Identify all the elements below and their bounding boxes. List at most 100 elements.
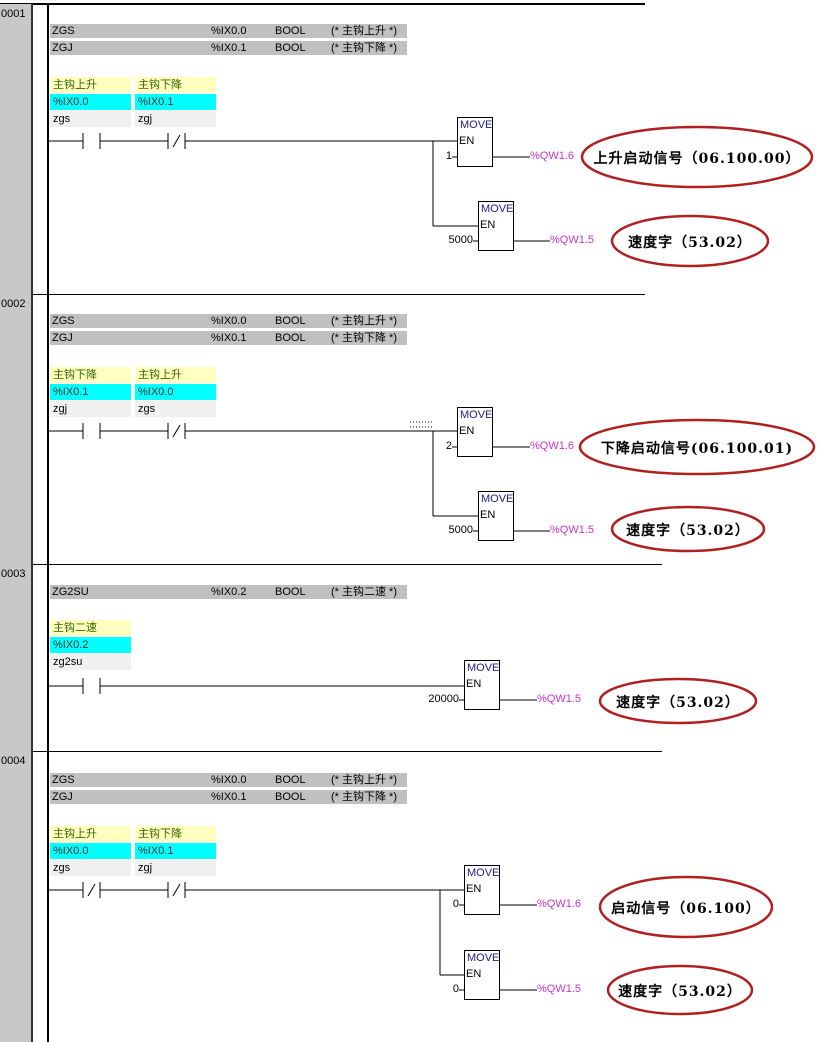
contact-symbol: zgj bbox=[135, 860, 216, 876]
annotation-ellipse bbox=[606, 964, 754, 1016]
nc-contact-slash bbox=[172, 134, 181, 148]
annotation-note: 下降启动信号(06.100.01) bbox=[600, 441, 794, 457]
contact-address[interactable]: %IX0.1 bbox=[135, 94, 216, 110]
block-title: MOVE bbox=[460, 119, 493, 131]
move-block[interactable]: MOVE EN bbox=[464, 660, 500, 710]
variable-type: BOOL bbox=[275, 42, 306, 54]
annotation-note: 速度字（53.02） bbox=[628, 235, 752, 251]
contact-symbol: zgs bbox=[50, 860, 131, 876]
variable-name: ZGJ bbox=[52, 332, 73, 344]
block-output-address[interactable]: %QW1.5 bbox=[537, 983, 582, 995]
move-block[interactable]: MOVE EN bbox=[478, 201, 514, 251]
variable-name: ZGS bbox=[52, 774, 75, 786]
block-title: MOVE bbox=[481, 203, 514, 215]
variable-address: %IX0.0 bbox=[211, 315, 247, 327]
variable-type: BOOL bbox=[275, 791, 306, 803]
block-output-address[interactable]: %QW1.5 bbox=[550, 524, 595, 536]
block-title: MOVE bbox=[467, 662, 500, 674]
variable-comment: (* 主钩下降 *) bbox=[331, 332, 397, 344]
contact-comment: 主钩下降 bbox=[135, 77, 216, 93]
block-output-address[interactable]: %QW1.6 bbox=[537, 898, 582, 910]
variable-name: ZG2SU bbox=[52, 586, 89, 598]
block-en-pin: EN bbox=[480, 219, 496, 231]
contact-address[interactable]: %IX0.0 bbox=[50, 94, 131, 110]
variable-type: BOOL bbox=[275, 25, 306, 37]
block-title: MOVE bbox=[481, 493, 514, 505]
annotation-note: 速度字（53.02） bbox=[618, 984, 742, 1000]
move-block[interactable]: MOVE EN bbox=[478, 491, 514, 541]
variable-name: ZGS bbox=[52, 315, 75, 327]
contact-comment: 主钩下降 bbox=[135, 826, 216, 842]
move-block[interactable]: MOVE EN bbox=[464, 865, 500, 915]
block-en-pin: EN bbox=[466, 968, 482, 980]
nc-contact-slash bbox=[87, 883, 96, 897]
variable-address: %IX0.0 bbox=[211, 774, 247, 786]
contact-symbol: zgj bbox=[50, 401, 131, 417]
block-input-value[interactable]: 1 bbox=[445, 150, 452, 162]
contact-address[interactable]: %IX0.0 bbox=[50, 843, 131, 859]
variable-comment: (* 主钩下降 *) bbox=[331, 791, 397, 803]
block-input-value[interactable]: 20000 bbox=[428, 693, 459, 705]
variable-type: BOOL bbox=[275, 774, 306, 786]
block-title: MOVE bbox=[467, 867, 500, 879]
annotation-note: 上升启动信号（06.100.00） bbox=[593, 151, 801, 167]
annotation-note: 启动信号（06.100） bbox=[611, 901, 761, 917]
variable-row[interactable]: ZGS %IX0.0 BOOL (* 主钩上升 *) bbox=[50, 314, 407, 328]
block-output-address[interactable]: %QW1.6 bbox=[530, 150, 575, 162]
nc-contact-slash bbox=[172, 424, 181, 438]
annotation-ellipse bbox=[610, 505, 766, 553]
variable-address: %IX0.1 bbox=[211, 42, 247, 54]
variable-address: %IX0.2 bbox=[211, 586, 247, 598]
network-number[interactable]: 0003 bbox=[1, 568, 26, 580]
network-number[interactable]: 0002 bbox=[1, 298, 26, 310]
annotation-ellipse bbox=[598, 677, 758, 725]
variable-comment: (* 主钩下降 *) bbox=[331, 42, 397, 54]
network-number[interactable]: 0004 bbox=[1, 755, 26, 767]
block-output-address[interactable]: %QW1.6 bbox=[530, 440, 575, 452]
annotation-ellipse bbox=[580, 125, 814, 189]
network-number[interactable]: 0001 bbox=[1, 8, 26, 20]
block-input-value[interactable]: 0 bbox=[452, 898, 459, 910]
variable-name: ZGJ bbox=[52, 42, 73, 54]
variable-row[interactable]: ZGS %IX0.0 BOOL (* 主钩上升 *) bbox=[50, 773, 407, 787]
move-block[interactable]: MOVE EN bbox=[457, 117, 493, 167]
contact-comment: 主钩上升 bbox=[50, 826, 131, 842]
block-input-value[interactable]: 2 bbox=[445, 440, 452, 452]
contact-comment: 主钩上升 bbox=[135, 367, 216, 383]
block-en-pin: EN bbox=[466, 678, 482, 690]
block-input-value[interactable]: 5000 bbox=[448, 524, 473, 536]
annotation-ellipse bbox=[578, 418, 816, 476]
block-output-address[interactable]: %QW1.5 bbox=[537, 693, 582, 705]
variable-comment: (* 主钩上升 *) bbox=[331, 774, 397, 786]
contact-comment: 主钩上升 bbox=[50, 77, 131, 93]
variable-type: BOOL bbox=[275, 315, 306, 327]
block-output-address[interactable]: %QW1.5 bbox=[550, 234, 595, 246]
contact-symbol: zgs bbox=[50, 111, 131, 127]
nc-contact-slash bbox=[172, 883, 181, 897]
variable-row[interactable]: ZGJ %IX0.1 BOOL (* 主钩下降 *) bbox=[50, 41, 407, 55]
block-input-value[interactable]: 0 bbox=[452, 983, 459, 995]
variable-type: BOOL bbox=[275, 586, 306, 598]
contact-comment: 主钩二速 bbox=[50, 620, 131, 636]
contact-address[interactable]: %IX0.1 bbox=[135, 843, 216, 859]
variable-comment: (* 主钩上升 *) bbox=[331, 25, 397, 37]
variable-row[interactable]: ZGS %IX0.0 BOOL (* 主钩上升 *) bbox=[50, 24, 407, 38]
contact-address[interactable]: %IX0.1 bbox=[50, 384, 131, 400]
block-en-pin: EN bbox=[466, 883, 482, 895]
block-en-pin: EN bbox=[459, 135, 475, 147]
contact-address[interactable]: %IX0.2 bbox=[50, 637, 131, 653]
block-input-value[interactable]: 5000 bbox=[448, 234, 473, 246]
variable-name: ZGJ bbox=[52, 791, 73, 803]
variable-comment: (* 主钩上升 *) bbox=[331, 315, 397, 327]
variable-name: ZGS bbox=[52, 25, 75, 37]
contact-address[interactable]: %IX0.0 bbox=[135, 384, 216, 400]
variable-address: %IX0.0 bbox=[211, 25, 247, 37]
block-en-pin: EN bbox=[480, 509, 496, 521]
